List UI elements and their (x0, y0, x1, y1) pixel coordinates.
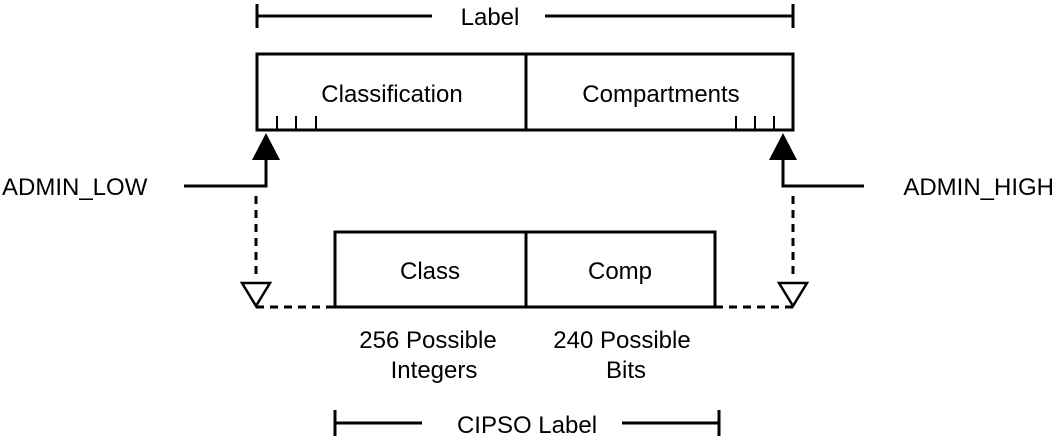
admin-low-label: ADMIN_LOW (2, 174, 148, 201)
admin-high-arrowhead (769, 133, 797, 160)
class-field: Class (400, 258, 460, 285)
cipso-label-span: CIPSO Label (333, 410, 721, 439)
comp-note-line2: Bits (606, 357, 646, 384)
admin-low-arrowhead (252, 133, 280, 160)
compartments-ticks (735, 116, 775, 130)
class-note: 256 Possible Integers (359, 327, 496, 384)
comp-note-line1: 240 Possible (553, 327, 690, 354)
label-box: Classification Compartments (255, 52, 795, 132)
comp-field: Comp (588, 258, 652, 285)
admin-high-label: ADMIN_HIGH (903, 174, 1054, 201)
label-span-text: Label (461, 4, 520, 31)
admin-high-pointer: ADMIN_HIGH (715, 133, 1054, 309)
cipso-box: Class Comp (333, 230, 717, 309)
admin-low-pointer: ADMIN_LOW (2, 133, 335, 309)
classification-field: Classification (321, 81, 462, 108)
class-note-line2: Integers (391, 357, 478, 384)
compartments-field: Compartments (582, 81, 739, 108)
admin-low-connector (184, 158, 268, 188)
admin-low-open-arrowhead (239, 281, 273, 309)
label-span: Label (255, 4, 795, 31)
class-note-line1: 256 Possible (359, 327, 496, 354)
admin-high-connector (781, 158, 864, 188)
comp-note: 240 Possible Bits (553, 327, 690, 384)
admin-high-open-arrowhead (776, 281, 810, 309)
classification-ticks (276, 116, 317, 130)
cipso-span-text: CIPSO Label (457, 412, 597, 439)
